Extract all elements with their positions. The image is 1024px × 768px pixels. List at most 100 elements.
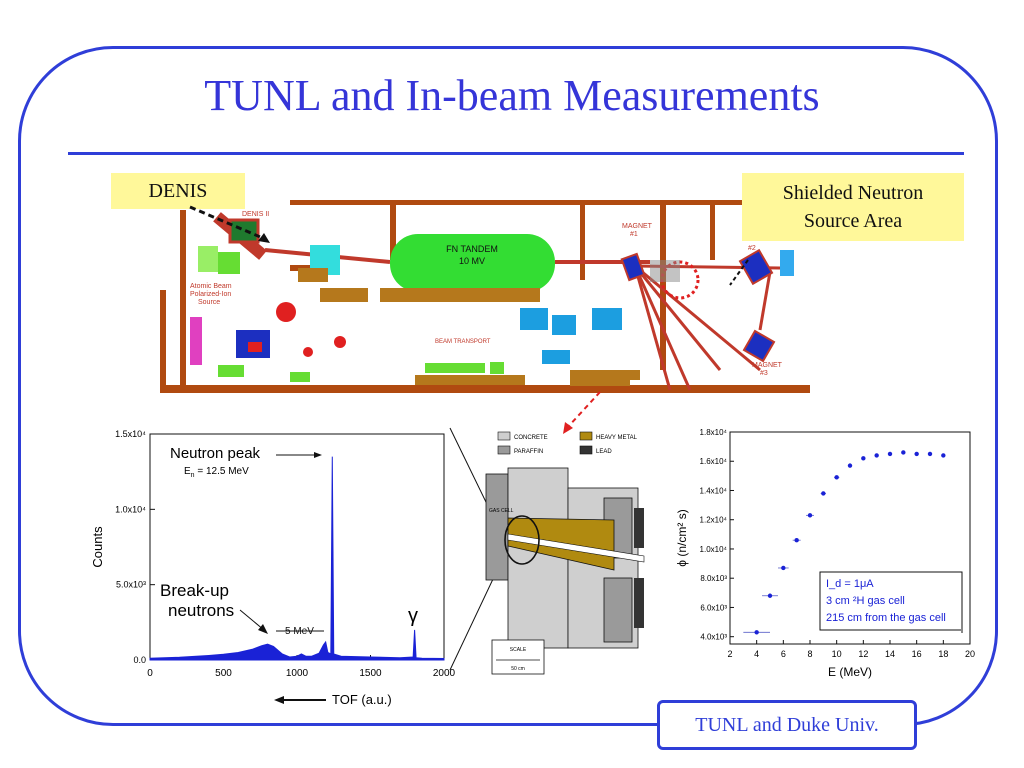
legend-paraffin: PARAFFIN [514, 449, 543, 455]
green-block [290, 372, 310, 382]
red-source [276, 302, 296, 322]
orange-block [298, 268, 328, 282]
green-block [218, 252, 240, 274]
red-dot [303, 347, 313, 357]
blue-block [592, 308, 622, 330]
magnet2-num: #2 [748, 245, 756, 252]
denis2-label: DENIS II [242, 211, 269, 218]
x-axis-label: E (MeV) [828, 665, 872, 679]
wall [710, 200, 715, 260]
breakup-label-1: Break-up [160, 581, 229, 600]
scale-label: SCALE [510, 647, 527, 653]
magnet3-num: #3 [760, 370, 768, 377]
data-point [834, 475, 839, 480]
y-tick-label: 1.2x10⁴ [700, 516, 728, 525]
orange-block [380, 288, 440, 302]
tandem-label-2: 10 MV [459, 256, 485, 266]
data-point [941, 453, 946, 458]
magnet-1 [620, 252, 646, 282]
y-tick-label: 0.0 [133, 655, 146, 665]
magnet-3 [742, 329, 776, 363]
y-tick-label: 1.5x10⁴ [115, 429, 146, 439]
wall [180, 210, 186, 390]
x-tick-label: 500 [215, 668, 232, 679]
orange-block [415, 375, 525, 385]
data-point [874, 453, 879, 458]
blue-block [542, 350, 570, 364]
beam-transport-label: BEAM TRANSPORT [435, 339, 491, 345]
beamline [633, 265, 672, 391]
paraffin-block [485, 473, 509, 581]
x-tick-label: 1000 [286, 668, 309, 679]
scale-box [491, 639, 545, 675]
beamline [758, 271, 772, 331]
neutron-peak-arrowhead [314, 452, 322, 458]
legend-heavymetal: HEAVY METAL [596, 435, 638, 441]
red-inner [248, 342, 262, 352]
wall [580, 200, 585, 280]
magnet1-label: MAGNET [622, 223, 653, 230]
x-tick-label: 18 [938, 649, 948, 659]
x-tick-label: 4 [754, 649, 759, 659]
green-block [198, 246, 218, 272]
breakup-arrowhead [258, 624, 268, 634]
x-tick-label: 2 [727, 649, 732, 659]
orange-block [320, 288, 368, 302]
title-divider [68, 152, 964, 155]
gamma-label: γ [408, 605, 418, 627]
y-tick-label: 8.0x10³ [700, 574, 727, 583]
gas-cell-highlight [504, 515, 540, 565]
data-point [847, 463, 853, 468]
shielded-line-2: Source Area [803, 210, 903, 232]
y-tick-label: 1.8x10⁴ [700, 428, 728, 437]
blue-block [520, 308, 548, 330]
breakup-label-2: neutrons [168, 601, 234, 620]
x-tick-label: 6 [781, 649, 786, 659]
y-tick-label: 1.4x10⁴ [700, 486, 728, 495]
concrete-block [507, 467, 569, 649]
data-point [754, 630, 759, 635]
source-label: Source [198, 299, 220, 306]
legend-concrete-swatch [497, 431, 511, 441]
y-tick-label: 1.0x10⁴ [115, 504, 146, 514]
slide-frame [18, 46, 998, 726]
legend-concrete: CONCRETE [514, 435, 548, 441]
data-point [781, 565, 786, 571]
magnet1-num: #1 [630, 231, 638, 238]
facility-map: DENIS II Atomic Beam Polarized-Ion Sourc… [160, 190, 810, 395]
wall [390, 200, 396, 260]
green-block [425, 363, 485, 373]
tandem-label-1: FN TANDEM [446, 244, 498, 254]
x-tick-label: 20 [965, 649, 975, 659]
info-line-3: 215 cm from the gas cell [826, 612, 946, 624]
lead-block [634, 508, 644, 548]
x-axis-label: TOF (a.u.) [332, 692, 392, 707]
orange-block [430, 288, 540, 302]
x-axis-arrowhead [274, 696, 284, 704]
y-axis-label: Counts [90, 526, 105, 568]
five-mev-label: 5 MeV [285, 626, 314, 637]
denis-callout: DENIS [111, 173, 245, 209]
data-point [807, 513, 813, 518]
y-tick-label: 1.0x10⁴ [700, 545, 728, 554]
tof-series [149, 456, 445, 661]
atomic-beam-label: Atomic Beam [190, 283, 232, 290]
denis-arrow [189, 205, 270, 243]
data-point [887, 451, 893, 457]
hatched-area [650, 260, 680, 282]
magnet-2 [738, 248, 774, 286]
beamline [633, 265, 692, 391]
legend-lead-swatch [579, 445, 593, 455]
info-line-2: 3 cm ²H gas cell [826, 595, 905, 607]
x-tick-label: 14 [885, 649, 895, 659]
blue-block [780, 250, 794, 276]
y-tick-label: 4.0x10³ [700, 633, 727, 642]
orange-block [570, 378, 630, 386]
footer-label: TUNL and Duke Univ. [657, 700, 917, 750]
data-point [901, 450, 906, 455]
legend-heavymetal-swatch [579, 431, 593, 441]
red-dot [334, 336, 346, 348]
y-axis-label: ϕ (n/cm² s) [675, 509, 689, 566]
